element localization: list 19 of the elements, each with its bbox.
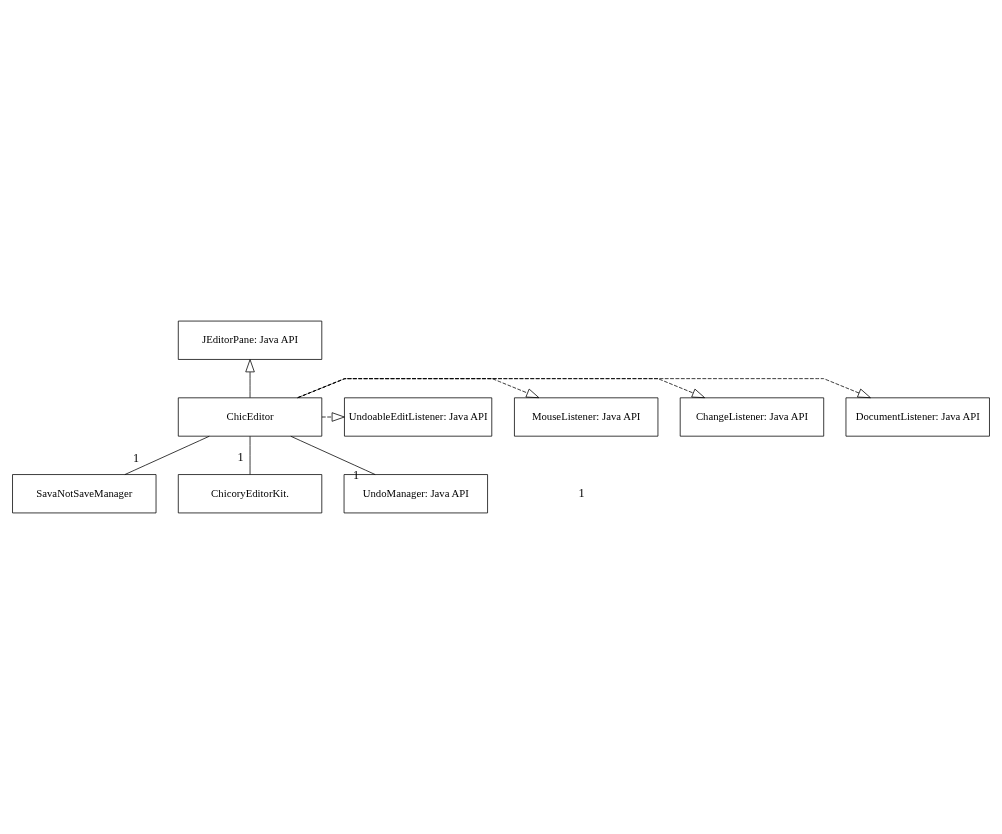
node-box: ChangeListener: Java API <box>679 397 825 437</box>
arrow <box>297 378 706 399</box>
arrow <box>297 378 540 399</box>
node-box: MouseListener: Java API <box>514 397 659 437</box>
arrow <box>321 412 345 422</box>
node-box: ChicoryEditorKit. <box>177 474 323 514</box>
connector <box>124 435 210 475</box>
arrow <box>245 359 255 398</box>
arrow <box>297 378 871 399</box>
connector <box>290 435 376 475</box>
label: 1 <box>578 485 585 500</box>
node-box: ChicEditor <box>177 397 323 437</box>
node-box: JEditorPane: Java API <box>177 320 323 360</box>
node-box: UndoableEditListener: Java API <box>344 397 493 437</box>
edge-label: 1 <box>132 450 140 465</box>
node-box: DocumentListener: Java API <box>845 397 990 437</box>
node-box: SavaNotSaveManager <box>12 474 157 514</box>
edge-label: 1 <box>237 449 244 464</box>
connector <box>249 435 251 475</box>
